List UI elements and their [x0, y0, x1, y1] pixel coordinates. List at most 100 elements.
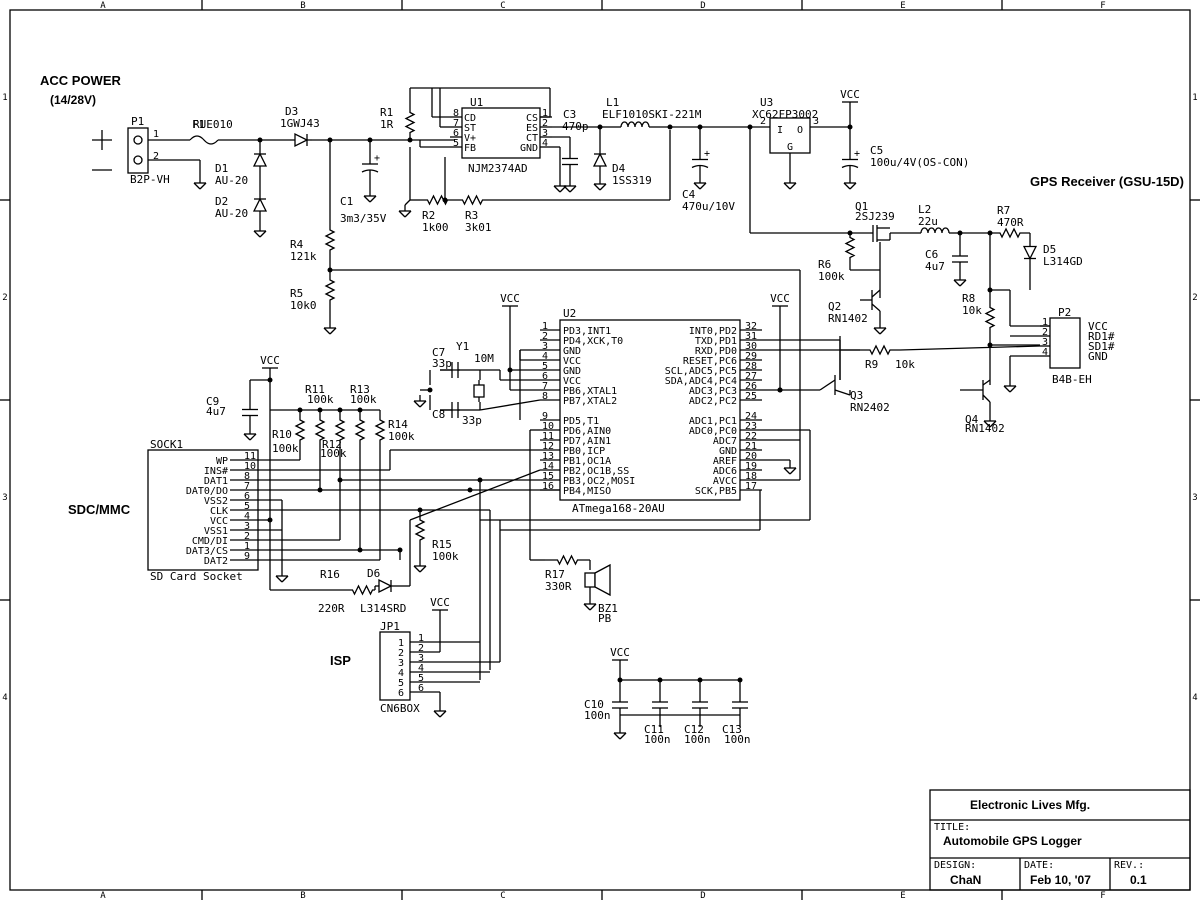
- rev-label: REV.:: [1114, 860, 1144, 871]
- d3-value-label: 1GWJ43: [280, 117, 320, 130]
- u1-pin-2-num: 2: [542, 118, 548, 129]
- u2-pin-6-name: VCC: [563, 376, 581, 387]
- u2-pin-11-name: PD7,AIN1: [563, 436, 611, 447]
- u2-pin-4-name: VCC: [563, 356, 581, 367]
- sock1-pin-10-num: 10: [244, 461, 256, 472]
- u2-pin-24-num: 24: [745, 411, 757, 422]
- p1-connector: [127, 127, 149, 174]
- c7-ref-label: C7: [432, 346, 445, 359]
- u3-value-label: XC62FP3002: [752, 108, 818, 121]
- u1-pin-7-num: 7: [453, 118, 459, 129]
- isp-label: ISP: [330, 653, 351, 668]
- title-block: Electronic Lives Mfg. TITLE: Automobile …: [929, 789, 1191, 891]
- r9-ref-label: R9: [865, 358, 878, 371]
- d4-value-label: 1SS319: [612, 174, 652, 187]
- u2-pin-31-num: 31: [745, 331, 757, 342]
- jp1-pin-5-num: 5: [418, 673, 424, 684]
- p2-pin-2-num: 2: [1042, 327, 1048, 338]
- r8-ref-label: R8: [962, 292, 975, 305]
- zone-col-top-F: F: [1100, 1, 1105, 11]
- u2-pin-16-num: 16: [542, 481, 554, 492]
- r11-value-label: 100k: [307, 393, 334, 406]
- u1-ref-label: U1: [470, 96, 483, 109]
- r9-value-label: 10k: [895, 358, 915, 371]
- bz1-ref-label: BZ1: [598, 602, 618, 615]
- sock1-pin-3-name: VSS1: [204, 526, 228, 537]
- u3-pin-in-num: 2: [760, 116, 766, 127]
- sock1-pin-7-num: 7: [244, 481, 250, 492]
- zone-col-bottom-B: B: [300, 891, 305, 900]
- sock1-pin-8-name: DAT1: [204, 476, 228, 487]
- d1-ref-label: D1: [215, 162, 228, 175]
- u2-pin-32-name: INT0,PD2: [689, 326, 737, 337]
- sock1-pin-4-num: 4: [244, 511, 250, 522]
- jp1-pin-6-num: 6: [418, 683, 424, 694]
- zone-row-right-3: 3: [1192, 493, 1197, 503]
- p2-pin-2-label: RD1#: [1088, 330, 1115, 343]
- u2-pin-27-name: SDA,ADC4,PC4: [665, 376, 737, 387]
- u2-pin-7-name: PB6,XTAL1: [563, 386, 617, 397]
- u2-pin-2-name: PD4,XCK,T0: [563, 336, 623, 347]
- u2-pin-18-num: 18: [745, 471, 757, 482]
- p1-ref-label: P1: [131, 115, 144, 128]
- power-input-section: P1B2P-VH12F1RUE010D1AU-20D2AU-20D31GWJ43…: [92, 87, 969, 335]
- inner-frame: [9, 9, 1191, 891]
- sock1-ref-label: SOCK1: [150, 438, 183, 451]
- u1-pin-5-num: 5: [453, 138, 459, 149]
- c8-value-label: 33p: [462, 414, 482, 427]
- d3-ref-label: D3: [285, 105, 298, 118]
- zone-row-left-1: 1: [2, 93, 7, 103]
- r4-ref-label: R4: [290, 238, 304, 251]
- u2-pin-1-name: PD3,INT1: [563, 326, 611, 337]
- c13-value-label: 100n: [724, 733, 751, 746]
- u1-pin-8-num: 8: [453, 108, 459, 119]
- zone-col-top-A: A: [100, 1, 106, 11]
- p2-pin-1-label: VCC: [1088, 320, 1108, 333]
- zone-col-top-D: D: [700, 1, 705, 11]
- u1-chip: [461, 107, 541, 159]
- r14-ref-label: R14: [388, 418, 408, 431]
- sock1-pin-11-num: 11: [244, 451, 256, 462]
- r13-ref-label: R13: [350, 383, 370, 396]
- y1-value-label: 10M: [474, 352, 494, 365]
- c6-value-label: 4u7: [925, 260, 945, 273]
- jp1-pin-3-num: 3: [418, 653, 424, 664]
- r15-ref-label: R15: [432, 538, 452, 551]
- r4-value-label: 121k: [290, 250, 317, 263]
- sock1-pin-1-name: DAT3/CS: [186, 546, 228, 557]
- r13-value-label: 100k: [350, 393, 377, 406]
- c8-ref-label: C8: [432, 408, 445, 421]
- p2-pin-4-num: 4: [1042, 347, 1048, 358]
- y1-ref-label: Y1: [456, 340, 469, 353]
- d5-value-label: L314GD: [1043, 255, 1083, 268]
- c13-ref-label: C13: [722, 723, 742, 736]
- u1-pin-1-num: 1: [542, 108, 548, 119]
- u2-pin-3-name: GND: [563, 346, 581, 357]
- d1-value-label: AU-20: [215, 174, 248, 187]
- u2-value-label: ATmega168-20AU: [572, 502, 665, 515]
- c5-ref-label: C5: [870, 144, 883, 157]
- p2-value-label: B4B-EH: [1052, 373, 1092, 386]
- r17-value-label: 330R: [545, 580, 572, 593]
- gps-receiver-label: GPS Receiver (GSU-15D): [1030, 174, 1184, 189]
- c7-value-label: 33p: [432, 357, 452, 370]
- l2-value-label: 22u: [918, 215, 938, 228]
- u2-pin-15-name: PB3,OC2,MOSI: [563, 476, 635, 487]
- q4-value-label: RN1402: [965, 422, 1005, 435]
- r3-ref-label: R3: [465, 209, 478, 222]
- design-label: DESIGN:: [934, 860, 976, 871]
- u2-pin-18-name: AVCC: [713, 476, 737, 487]
- sock1-pin-2-name: CMD/DI: [192, 536, 228, 547]
- u1-pin-2-name: ES: [526, 123, 538, 134]
- zone-row-left-4: 4: [2, 693, 7, 703]
- mcu-section: U2ATmega168-20AUPD3,INT11PD4,XCK,T02GND3…: [330, 269, 860, 625]
- u2-pin-7-num: 7: [542, 381, 548, 392]
- u2-pin-14-num: 14: [542, 461, 554, 472]
- sock1-value-label: SD Card Socket: [150, 570, 243, 583]
- sock1-pin-5-name: CLK: [210, 506, 228, 517]
- jp1-pin-3-inner: 3: [398, 658, 404, 669]
- u2-pin-24-name: ADC1,PC1: [689, 416, 737, 427]
- u2-pin-17-name: SCK,PB5: [695, 486, 737, 497]
- u2-pin-26-name: ADC3,PC3: [689, 386, 737, 397]
